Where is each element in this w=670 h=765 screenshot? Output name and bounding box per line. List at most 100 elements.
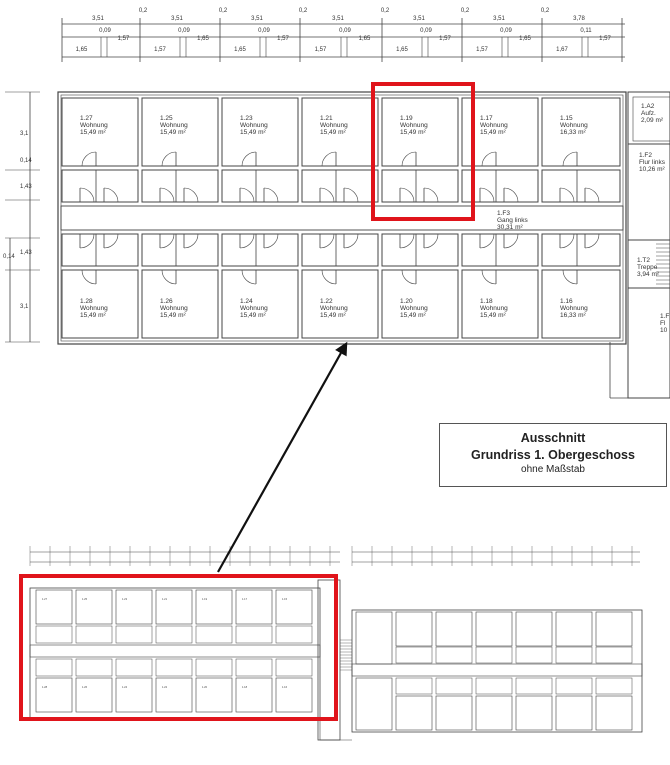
room-area: 15,49 m² [320, 312, 346, 319]
room-area: 15,49 m² [80, 312, 106, 319]
highlight-room-frame [371, 82, 475, 221]
room-type: Wohnung [320, 305, 348, 312]
ov-room [195, 677, 233, 713]
elevator-inner [632, 96, 670, 142]
ov-entry [595, 677, 633, 695]
ov-entry [555, 677, 593, 695]
door-top-entry-swing [559, 187, 575, 203]
ov-room [35, 677, 73, 713]
ov-entry [195, 658, 233, 677]
ov-entry [155, 625, 193, 644]
ov-room-number: 1.20 [202, 685, 208, 689]
door-top-room-swing [321, 151, 337, 167]
ov-room [155, 589, 193, 625]
door-bottom-room-swing [81, 269, 97, 285]
room-area: 15,49 m² [240, 129, 266, 136]
ov-entry [515, 646, 553, 664]
ov-entry [395, 677, 433, 695]
ov-left-corridor [29, 644, 321, 658]
door-bottom-entry-swing [399, 233, 415, 249]
dim-label-width: 3,78 [573, 16, 585, 22]
room-area: 15,49 m² [400, 312, 426, 319]
room-type: Wohnung [560, 122, 588, 129]
dim-label-width: 3,51 [413, 16, 425, 22]
room-number: 1.24 [240, 298, 253, 305]
room-type: Wohnung [240, 122, 268, 129]
door-top-entry-swing [399, 187, 415, 203]
room-top [461, 97, 539, 167]
dimension-lines: 3,510,23,510,23,510,23,510,23,510,23,510… [3, 8, 625, 343]
room-type: Wohnung [400, 305, 428, 312]
ov-room [355, 611, 393, 665]
door-top-room-swing [481, 151, 497, 167]
room-area: 15,49 m² [480, 312, 506, 319]
ov-entry [595, 646, 633, 664]
dim-label-small: 0,09 [339, 28, 351, 34]
room-top [61, 97, 139, 167]
dim-label-small: 0,09 [420, 28, 432, 34]
highlight-section-frame [19, 574, 338, 721]
entry-top [381, 169, 459, 203]
ov-room [395, 695, 433, 731]
door-bottom-room-swing [562, 269, 578, 285]
door-top-room-swing [401, 151, 417, 167]
entry-top [461, 169, 539, 203]
dim-label-side: 3,1 [20, 304, 29, 310]
dim-label-small: 1,57 [277, 36, 289, 42]
dim-label-small: 0,09 [258, 28, 270, 34]
corridor [60, 205, 624, 231]
ov-room [355, 677, 393, 731]
door-top-bath-swing [343, 187, 359, 203]
door-bottom-bath-swing [503, 233, 519, 249]
elevator-number: 1.A2 [641, 103, 655, 110]
dim-label-small: 1,65 [396, 47, 408, 53]
room-number: 1.21 [320, 115, 333, 122]
room-type: Wohnung [80, 305, 108, 312]
door-top-entry-swing [79, 187, 95, 203]
ov-room-number: 1.17 [242, 597, 248, 601]
room-top [381, 97, 459, 167]
ov-room [435, 611, 473, 647]
dim-label-small: 1,65 [519, 36, 531, 42]
dim-label-width: 3,51 [92, 16, 104, 22]
room-type: Wohnung [160, 122, 188, 129]
entry-bottom [61, 233, 139, 267]
entry-bottom [221, 233, 299, 267]
room-type: Wohnung [80, 122, 108, 129]
dim-label-side: 3,1 [20, 131, 29, 137]
room-bottom [61, 269, 139, 339]
cut-room-area: 10 [660, 327, 668, 334]
ov-entry [75, 658, 113, 677]
ov-room [75, 677, 113, 713]
room-number: 1.27 [80, 115, 93, 122]
door-bottom-bath-swing [423, 233, 439, 249]
ov-entry [35, 658, 73, 677]
door-top-entry-swing [239, 187, 255, 203]
entry-bottom [381, 233, 459, 267]
ov-entry [75, 625, 113, 644]
ov-room [395, 611, 433, 647]
ov-room-number: 1.18 [242, 685, 248, 689]
ov-room-number: 1.15 [282, 597, 288, 601]
room-area: 16,33 m² [560, 129, 586, 136]
room-bottom [381, 269, 459, 339]
dim-label-width: 3,51 [251, 16, 263, 22]
door-bottom-entry-swing [319, 233, 335, 249]
dim-label-small: 1,65 [197, 36, 209, 42]
door-bottom-entry-swing [239, 233, 255, 249]
dim-label-side: 1,43 [20, 250, 32, 256]
ov-room-number: 1.22 [162, 685, 168, 689]
ov-room [115, 589, 153, 625]
dim-label-small: 1,57 [599, 36, 611, 42]
ov-room-number: 1.16 [282, 685, 288, 689]
dim-label-small: 1,57 [154, 47, 166, 53]
door-top-room-swing [241, 151, 257, 167]
room-area: 15,49 m² [480, 129, 506, 136]
door-bottom-bath-swing [263, 233, 279, 249]
ov-room [515, 695, 553, 731]
door-bottom-entry-swing [559, 233, 575, 249]
room-area: 15,49 m² [400, 129, 426, 136]
door-bottom-bath-swing [584, 233, 600, 249]
room-number: 1.17 [480, 115, 493, 122]
